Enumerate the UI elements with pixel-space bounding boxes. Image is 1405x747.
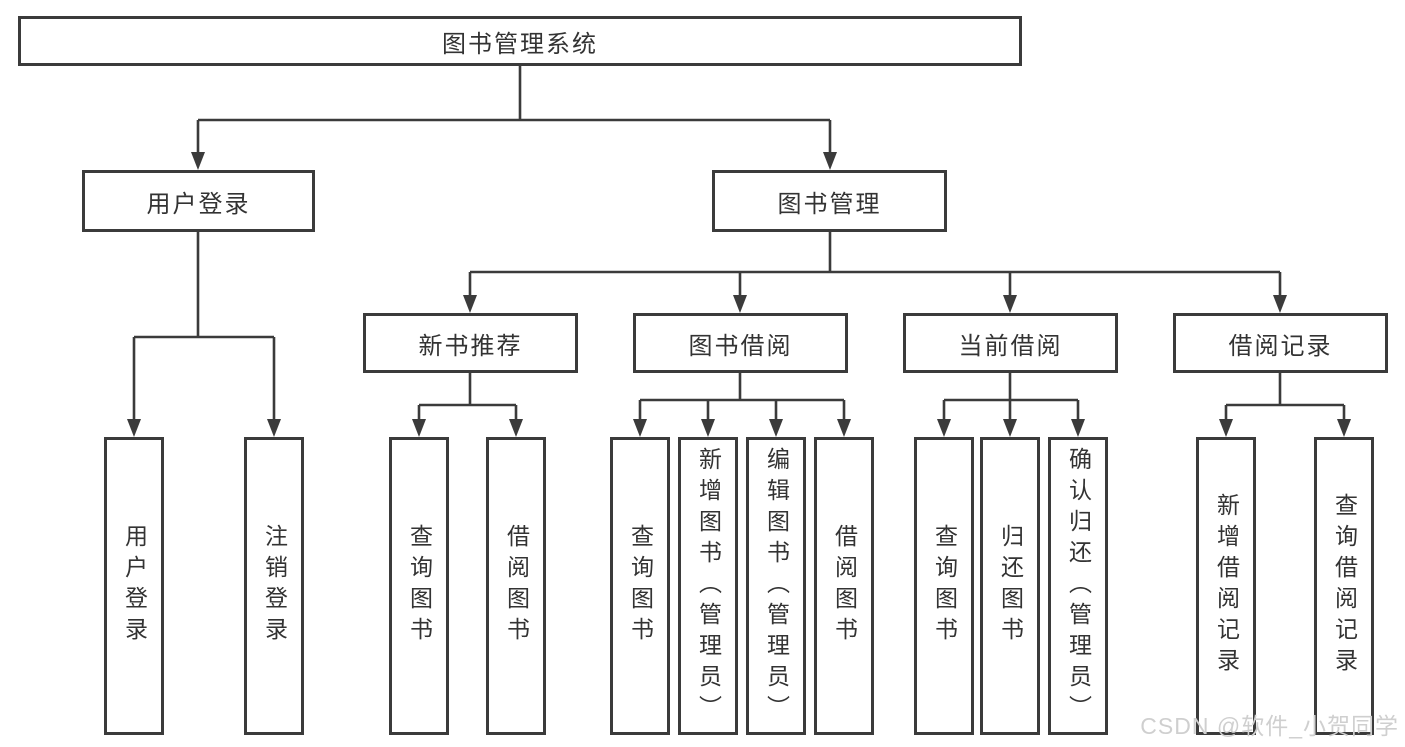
node-current-borrowing: 当前借阅: [903, 313, 1118, 373]
leaf-add-borrow-record: 新增借阅记录: [1196, 437, 1256, 735]
leaf-user-login-label: 用户登录: [121, 524, 148, 648]
leaf-confirm-return-admin: 确认归还（管理员）: [1048, 437, 1108, 735]
node-new-book-recommendation: 新书推荐: [363, 313, 578, 373]
node-book-management-branch: 图书管理: [712, 170, 947, 232]
node-library-management-system: 图书管理系统: [18, 16, 1022, 66]
node-borrowing-records: 借阅记录: [1173, 313, 1388, 373]
leaf-query-books-current-label: 查询图书: [931, 524, 958, 648]
leaf-borrow-books: 借阅图书: [814, 437, 874, 735]
leaf-query-books-borrow: 查询图书: [610, 437, 670, 735]
leaf-query-books-current: 查询图书: [914, 437, 974, 735]
leaf-confirm-return-admin-label: 确认归还（管理员）: [1065, 446, 1092, 726]
node-book-borrowing: 图书借阅: [633, 313, 848, 373]
csdn-watermark: CSDN @软件_小贺同学: [1140, 713, 1399, 739]
leaf-add-books-admin-label: 新增图书（管理员）: [695, 446, 722, 726]
leaf-query-books-recommend: 查询图书: [389, 437, 449, 735]
leaf-borrow-books-recommend-label: 借阅图书: [503, 524, 530, 648]
leaf-borrow-books-recommend: 借阅图书: [486, 437, 546, 735]
leaf-borrow-books-label: 借阅图书: [831, 524, 858, 648]
leaf-user-login: 用户登录: [104, 437, 164, 735]
leaf-query-books-recommend-label: 查询图书: [406, 524, 433, 648]
leaf-query-borrow-record: 查询借阅记录: [1314, 437, 1374, 735]
leaf-return-books: 归还图书: [980, 437, 1040, 735]
leaf-add-borrow-record-label: 新增借阅记录: [1213, 493, 1240, 679]
node-user-login-branch: 用户登录: [82, 170, 315, 232]
leaf-query-borrow-record-label: 查询借阅记录: [1331, 493, 1358, 679]
leaf-logout-label: 注销登录: [261, 524, 288, 648]
leaf-return-books-label: 归还图书: [997, 524, 1024, 648]
leaf-add-books-admin: 新增图书（管理员）: [678, 437, 738, 735]
leaf-query-books-borrow-label: 查询图书: [627, 524, 654, 648]
leaf-logout: 注销登录: [244, 437, 304, 735]
leaf-edit-books-admin-label: 编辑图书（管理员）: [763, 446, 790, 726]
leaf-edit-books-admin: 编辑图书（管理员）: [746, 437, 806, 735]
